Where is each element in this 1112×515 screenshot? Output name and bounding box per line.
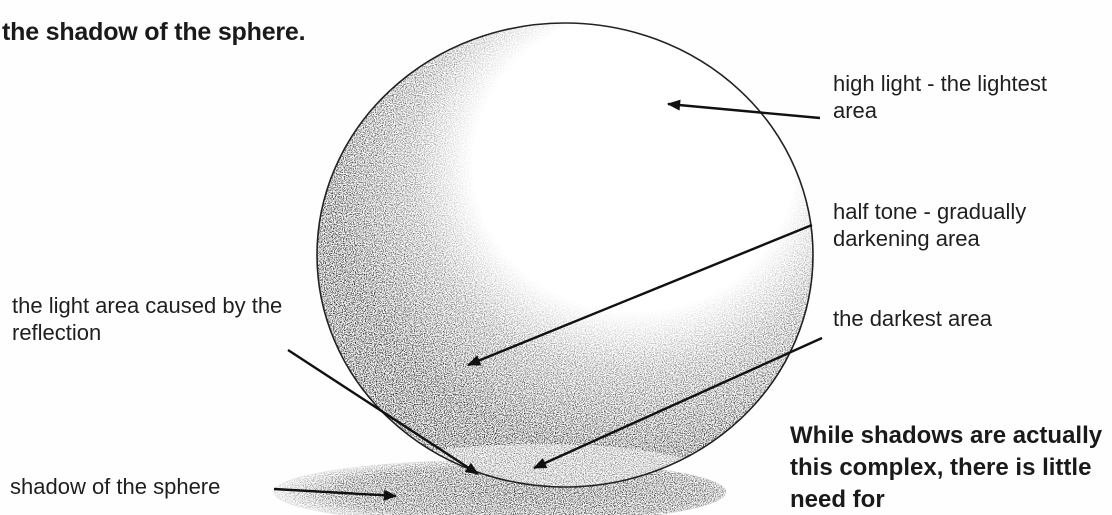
label-highlight: high light - the lightest area	[833, 70, 1073, 124]
label-shadow: shadow of the sphere	[10, 473, 270, 500]
label-halftone: half tone - gradually darkening area	[833, 198, 1073, 252]
sphere	[300, 10, 830, 500]
label-reflection: the light area caused by the reflection	[12, 292, 292, 346]
top-caption: the shadow of the sphere.	[2, 18, 305, 47]
label-darkest-area: the darkest area	[833, 305, 1073, 332]
bottom-caption: While shadows are actually this complex,…	[790, 420, 1110, 515]
